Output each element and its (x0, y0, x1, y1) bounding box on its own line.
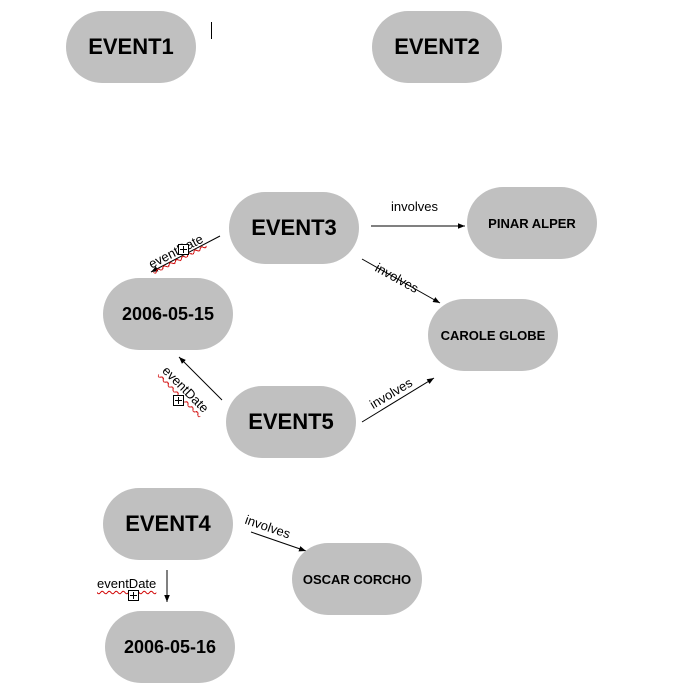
edge-label-eventdate: eventDate (97, 576, 157, 591)
expand-box-icon[interactable] (178, 244, 189, 255)
edge-event4-oscar-arrow (250, 531, 307, 552)
node-event1[interactable]: EVENT1 (66, 11, 196, 83)
node-date-2006-05-16[interactable]: 2006-05-16 (105, 611, 235, 683)
node-event2[interactable]: EVENT2 (372, 11, 502, 83)
node-oscar-corcho[interactable]: OSCAR CORCHO (292, 543, 422, 615)
node-event4[interactable]: EVENT4 (103, 488, 233, 560)
edge-label-involves: involves (391, 199, 438, 214)
edge-event5-date1-arrow (178, 356, 223, 401)
expand-box-icon[interactable] (128, 590, 139, 601)
edge-event3-carole-arrow (361, 258, 441, 304)
node-event3[interactable]: EVENT3 (229, 192, 359, 264)
text-cursor (211, 22, 212, 39)
node-date-2006-05-15[interactable]: 2006-05-15 (103, 278, 233, 350)
node-carole-globe[interactable]: CAROLE GLOBE (428, 299, 558, 371)
node-pinar-alper[interactable]: PINAR ALPER (467, 187, 597, 259)
edge-event5-carole-arrow (361, 377, 435, 423)
expand-box-icon[interactable] (173, 395, 184, 406)
node-event5[interactable]: EVENT5 (226, 386, 356, 458)
